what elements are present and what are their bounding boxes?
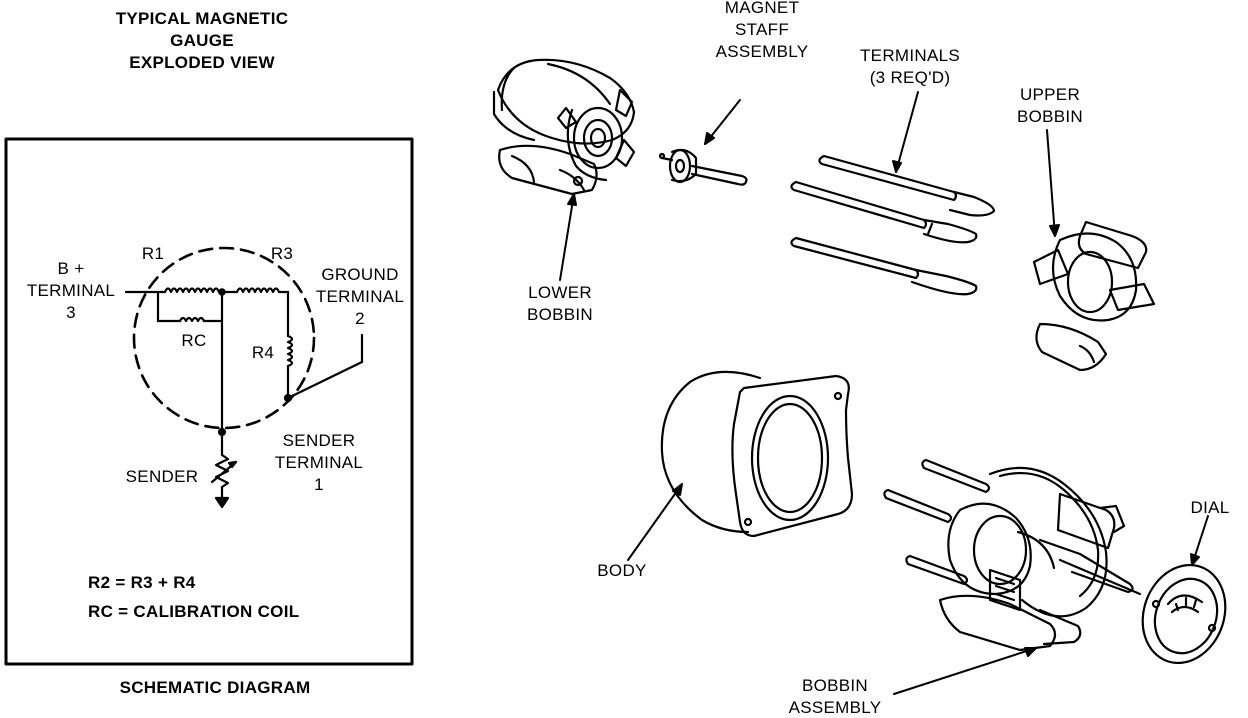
terminals-label: TERMINALS (3 REQ'D) [860,46,960,87]
upper-bobbin-label: UPPER BOBBIN [1016,85,1084,126]
rc-coil [178,316,206,323]
gauge-body-drawing [660,370,854,538]
bobbin-assembly-drawing [883,458,1142,652]
rc-label: RC [181,331,207,350]
magnet-staff-label: MAGNET STAFF ASSEMBLY [715,0,809,61]
body-label: BODY [597,561,647,580]
r3-coil [235,287,281,294]
r4-label: R4 [251,343,275,362]
dial-label: DIAL [1190,498,1230,517]
r3-label: R3 [270,244,294,263]
ground-terminal-label: GROUND TERMINAL 2 [315,265,405,328]
terminals-drawing [790,154,996,296]
magnet-staff-drawing [658,148,748,186]
leader-lines [559,91,1209,695]
gauge-dashed-circle [132,246,316,430]
r4-coil [286,334,294,368]
sender-terminal-label: SENDER TERMINAL 1 [274,431,364,494]
sender-resistor [214,453,230,489]
equation-rc: RC = CALIBRATION COIL [88,602,300,621]
equation-r2: R2 = R3 + R4 [88,573,196,592]
r1-label: R1 [141,244,165,263]
lower-bobbin-drawing [492,58,636,196]
schematic-caption: SCHEMATIC DIAGRAM [119,678,311,697]
schematic-panel [4,137,414,666]
lower-bobbin-label: LOWER BOBBIN [526,283,594,324]
bobbin-assembly-label: BOBBIN ASSEMBLY [788,676,882,717]
upper-bobbin-drawing [1032,220,1156,372]
sender-ground-arrow [214,496,230,509]
r1-coil [163,287,221,294]
ground-terminal-lead [286,360,364,400]
b-terminal-label: B + TERMINAL 3 [26,259,116,322]
figure-title: TYPICAL MAGNETIC GAUGE EXPLODED VIEW [115,9,289,72]
sender-label: SENDER [125,467,199,486]
schematic-frame [4,137,414,666]
dial-drawing [1141,563,1227,665]
